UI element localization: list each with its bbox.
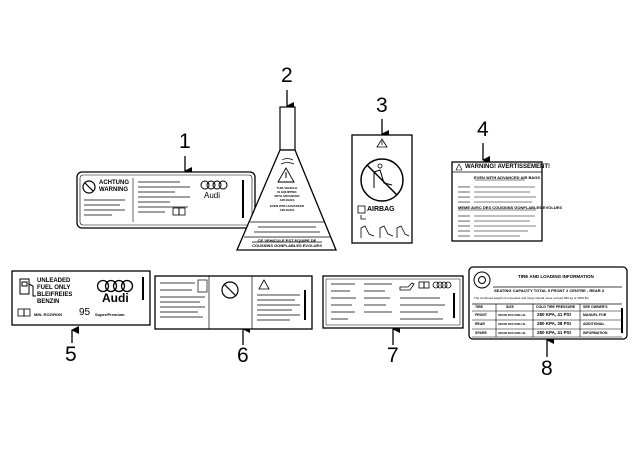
callout-1: 1 — [179, 130, 191, 153]
label-5-line-3: BLEIFREIES — [37, 292, 73, 298]
label-8-tire-loading — [468, 266, 628, 340]
label-4-title: WARNING! AVERTISSEMENT! — [465, 164, 550, 170]
tire-icon — [473, 271, 491, 289]
label-2-text-5: EVEN WITH ADVANCED — [269, 204, 305, 208]
label-5-octane: 95 — [79, 307, 91, 318]
label-8-row-3-size: 000/00 R00 000H XL — [498, 331, 527, 335]
label-5-line-1: UNLEADED — [37, 278, 71, 284]
label-8-row-3-tire: SPARE — [475, 331, 487, 335]
callout-3: 3 — [376, 94, 388, 117]
label-8-header-pressure: COLD TIRE PRESSURE — [536, 305, 576, 309]
label-8-row-2-note: ADDITIONAL — [583, 322, 605, 326]
fuel-pump-icon — [19, 278, 36, 297]
audi-rings-icon-3 — [432, 281, 452, 289]
label-5-octane-label: MIN. ROZ/RON — [34, 312, 62, 317]
book-icon-2 — [17, 308, 31, 317]
airbag-icon — [357, 205, 366, 214]
seat-icons — [360, 225, 410, 238]
label-8-row-2-tire: REAR — [475, 322, 485, 326]
callout-2: 2 — [281, 64, 293, 87]
label-8-row-3-note: INFORMATION — [583, 331, 608, 335]
label-1-warning — [76, 171, 256, 229]
label-2-text-2: IS EQUIPPED — [277, 190, 297, 194]
audi-rings-icon — [200, 180, 228, 190]
label-1-title-1: ACHTUNG — [99, 180, 129, 186]
callout-7: 7 — [387, 344, 399, 367]
label-8-header-tire: TIRE — [475, 305, 483, 309]
label-8-header-size: SIZE — [506, 305, 514, 309]
label-8-capacity: SEATING CAPACITY TOTAL 5 FRONT 2 CENTRE … — [494, 288, 605, 293]
label-8-combined: The combined weight of occupants and car… — [474, 296, 590, 300]
label-2-text-3: WITH ADVANCED — [274, 194, 300, 198]
label-8-row-2-size: 000/00 R00 000H XL — [498, 322, 527, 326]
no-symbol-icon — [82, 180, 96, 194]
label-5-fuel — [11, 270, 151, 326]
label-5-brand: Audi — [102, 291, 129, 305]
label-6-multi — [154, 275, 313, 330]
label-1-brand: Audi — [204, 191, 221, 200]
callout-8: 8 — [541, 357, 553, 380]
book-icon-3 — [418, 281, 430, 289]
label-4-warning-bilingual — [451, 161, 543, 242]
callout-5: 5 — [65, 343, 77, 366]
leader-lines — [71, 90, 554, 357]
label-2-text-4: AIR BAGS — [279, 198, 295, 202]
label-1-title-2: WARNING — [99, 187, 128, 193]
label-8-row-1-size: 000/00 R00 000H XL — [498, 313, 527, 317]
label-2-airbag-triangle — [236, 106, 337, 251]
label-3-airbag-text: AIRBAG — [367, 206, 395, 213]
label-5-line-2: FUEL ONLY — [37, 285, 71, 291]
no-child-seat-icon — [360, 158, 404, 202]
label-8-row-2-pressure: 280 KPA, 38 PSI — [537, 321, 571, 326]
no-symbol-icon-2 — [221, 281, 239, 299]
label-8-header-owners: SEE OWNER'S — [583, 305, 608, 309]
label-2-bottom-2: COUSSINS GONFLABLES EVOLUES — [252, 243, 322, 248]
label-2-text-1: THIS VEHICLE — [276, 186, 298, 190]
book-icon — [172, 207, 186, 216]
label-8-title: TIRE AND LOADING INFORMATION — [518, 274, 594, 279]
label-5-line-4: BENZIN — [37, 299, 60, 305]
label-8-row-1-tire: FRONT — [475, 313, 488, 317]
callout-6: 6 — [237, 344, 249, 367]
label-2-bottom-1: CE VEHICULE EST EQUIPE DE — [257, 238, 317, 243]
label-4-sub-1: EVEN WITH ADVANCED AIR BAGS — [474, 175, 541, 180]
label-7-info — [322, 275, 464, 329]
label-2-text-6: AIR BAGS — [279, 208, 295, 212]
label-8-row-1-pressure: 280 KPA, 41 PSI — [537, 312, 571, 317]
callout-4: 4 — [477, 118, 489, 141]
label-5-grade: Super/Premium — [95, 312, 125, 317]
label-8-row-1-note: MANUEL FOR — [583, 313, 607, 317]
label-3-airbag-seat — [351, 134, 413, 244]
label-4-sub-2: MEME AVEC DES COUSSINS GONFLABLES EVOLUE… — [458, 205, 563, 210]
label-8-row-3-pressure: 280 KPA, 41 PSI — [537, 330, 571, 335]
oil-can-icon — [399, 282, 415, 291]
audi-rings-icon-2 — [96, 279, 134, 293]
